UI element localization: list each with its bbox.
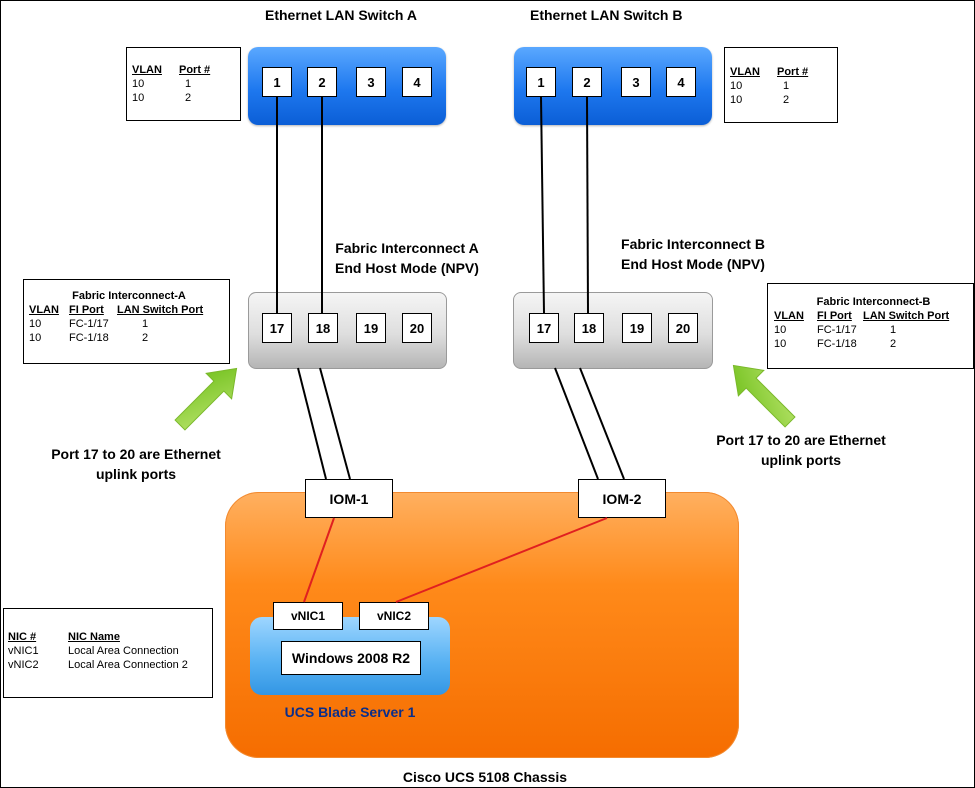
fi-b-port-18: 18	[574, 313, 604, 343]
iom2-box: IOM-2	[578, 479, 666, 518]
vlan-table-a-cell: 10	[132, 78, 145, 90]
link-fi-b-to-iom2	[579, 367, 625, 480]
fi-a-title-line2: End Host Mode (NPV)	[335, 260, 479, 276]
nic-table-header: NIC #	[8, 631, 37, 643]
fi-table-b-caption: Fabric Interconnect-B	[816, 296, 931, 308]
fi-table-a-header: LAN Switch Port	[117, 304, 204, 316]
link-fi-a-to-iom1	[319, 367, 351, 480]
vlan-table-a-header-port: Port #	[179, 64, 211, 76]
fi-b-port-19: 19	[622, 313, 652, 343]
fi-a-port-20: 20	[402, 313, 432, 343]
vlan-table-a: VLAN Port # 10 1 10 2	[126, 47, 241, 121]
link-switch-b-port-1-to-fi-b-17	[540, 96, 545, 314]
fi-b-title-line1: Fabric Interconnect B	[621, 236, 765, 252]
fi-table-a-header: FI Port	[69, 304, 104, 316]
vlan-table-b-cell: 2	[783, 94, 790, 106]
fi-table-a-header: VLAN	[29, 304, 59, 316]
switch-b-port-2: 2	[572, 67, 602, 97]
nic-table-cell: vNIC1	[8, 645, 39, 657]
link-iom2-to-vnic2	[395, 517, 608, 603]
fi-table-b-header: VLAN	[774, 310, 804, 322]
switch-b-port-1: 1	[526, 67, 556, 97]
switch-a-port-2: 2	[307, 67, 337, 97]
os-box: Windows 2008 R2	[281, 641, 421, 675]
fi-table-b-cell: 10	[774, 338, 787, 350]
arrow-up-right-icon	[174, 367, 238, 431]
switch-a-title: Ethernet LAN Switch A	[265, 7, 417, 23]
nic-table-header: NIC Name	[68, 631, 120, 643]
fi-table-b-header: FI Port	[817, 310, 852, 322]
fi-table-a-cell: 10	[29, 318, 42, 330]
blade-label: UCS Blade Server 1	[284, 704, 416, 720]
uplink-note-b-line1: Port 17 to 20 are Ethernet	[716, 432, 886, 448]
vlan-table-b-header-port: Port #	[777, 66, 809, 78]
fi-table-a-cell: 10	[29, 332, 42, 344]
vlan-table-a-cell: 1	[185, 78, 192, 90]
fi-a-title: Fabric Interconnect A End Host Mode (NPV…	[322, 238, 492, 278]
uplink-note-a: Port 17 to 20 are Ethernet uplink ports	[36, 444, 236, 484]
fi-table-b-cell: 10	[774, 324, 787, 336]
vlan-table-a-header-vlan: VLAN	[132, 64, 162, 76]
vlan-table-b-header-vlan: VLAN	[730, 66, 760, 78]
uplink-note-b: Port 17 to 20 are Ethernet uplink ports	[701, 430, 901, 470]
fi-a-title-line1: Fabric Interconnect A	[335, 240, 479, 256]
vlan-table-b: VLAN Port # 10 1 10 2	[724, 47, 838, 123]
switch-a-port-4: 4	[402, 67, 432, 97]
nic-table-cell: Local Area Connection	[68, 645, 179, 657]
vlan-table-b-cell: 1	[783, 80, 790, 92]
vlan-table-a-cell: 10	[132, 92, 145, 104]
vlan-table-a-cell: 2	[185, 92, 192, 104]
switch-b-port-4: 4	[666, 67, 696, 97]
fi-table-b-cell: 2	[890, 338, 897, 350]
chassis-label: Cisco UCS 5108 Chassis	[402, 769, 568, 785]
switch-b-port-3: 3	[621, 67, 651, 97]
arrow-up-left-icon	[732, 364, 796, 428]
fi-b-port-17: 17	[529, 313, 559, 343]
fi-a-port-19: 19	[356, 313, 386, 343]
fi-table-b-cell: FC-1/18	[817, 338, 857, 350]
switch-a-port-3: 3	[356, 67, 386, 97]
fi-table-a: Fabric Interconnect-A VLAN FI Port LAN Swi…	[23, 279, 230, 364]
uplink-note-a-line1: Port 17 to 20 are Ethernet	[51, 446, 221, 462]
fi-table-b-cell: 1	[890, 324, 897, 336]
fi-table-a-cell: FC-1/17	[69, 318, 109, 330]
vlan-table-b-cell: 10	[730, 80, 743, 92]
link-fi-a-to-iom1	[297, 367, 327, 480]
fi-b-title-line2: End Host Mode (NPV)	[621, 256, 765, 272]
link-fi-b-to-iom2	[554, 367, 599, 480]
fi-table-a-cell: FC-1/18	[69, 332, 109, 344]
fi-b-port-20: 20	[668, 313, 698, 343]
fi-table-a-cell: 2	[142, 332, 149, 344]
switch-b-title: Ethernet LAN Switch B	[530, 7, 683, 23]
vlan-table-b-cell: 10	[730, 94, 743, 106]
fi-table-a-caption: Fabric Interconnect-A	[72, 290, 186, 302]
link-iom1-to-vnic1	[303, 517, 335, 603]
fi-table-a-cell: 1	[142, 318, 149, 330]
link-switch-b-port-2-to-fi-b-18	[586, 96, 589, 314]
fi-table-b-cell: FC-1/17	[817, 324, 857, 336]
vnic2-box: vNIC2	[359, 602, 429, 630]
fi-table-b-header: LAN Switch Port	[863, 310, 950, 322]
nic-table-cell: Local Area Connection 2	[68, 659, 188, 671]
switch-a-port-1: 1	[262, 67, 292, 97]
fi-b-title: Fabric Interconnect B End Host Mode (NPV…	[608, 234, 778, 274]
nic-table-cell: vNIC2	[8, 659, 39, 671]
fi-table-b: Fabric Interconnect-B VLAN FI Port LAN Swi…	[767, 283, 974, 369]
uplink-note-a-line2: uplink ports	[95, 466, 177, 482]
uplink-note-b-line2: uplink ports	[760, 452, 842, 468]
fi-a-port-18: 18	[308, 313, 338, 343]
fi-a-port-17: 17	[262, 313, 292, 343]
vnic1-box: vNIC1	[273, 602, 343, 630]
iom1-box: IOM-1	[305, 479, 393, 518]
